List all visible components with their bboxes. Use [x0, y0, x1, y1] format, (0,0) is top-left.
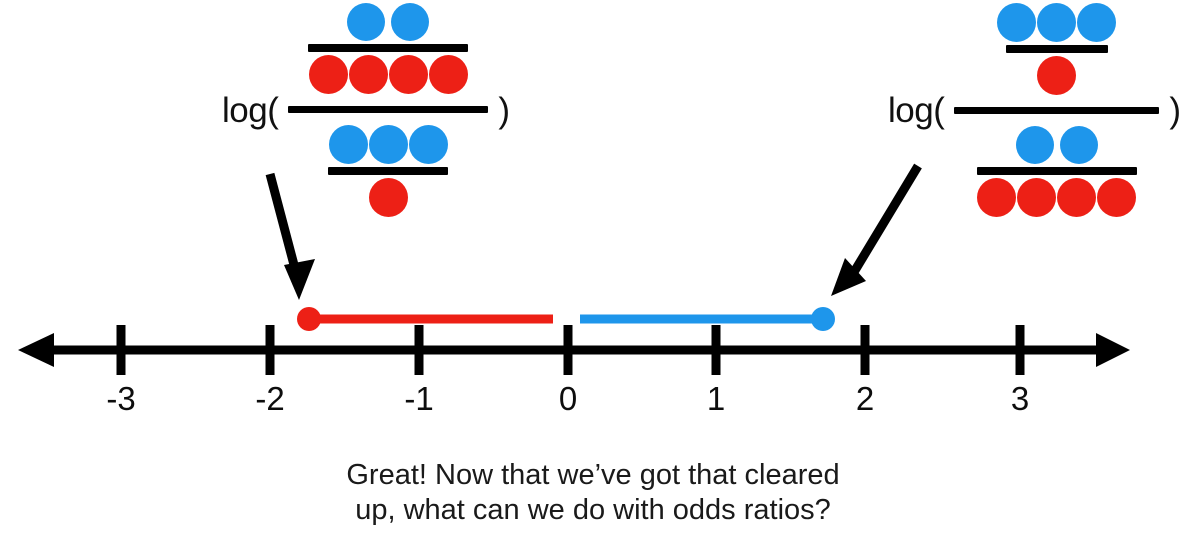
blue-dot	[368, 125, 408, 164]
blue-dot	[408, 125, 448, 164]
red-dot	[428, 55, 468, 94]
caption-line-2: up, what can we do with odds ratios?	[355, 494, 831, 526]
numerator-red-dot-row	[1037, 56, 1077, 95]
axis-left-arrowhead	[18, 333, 54, 367]
tick-label--2: -2	[255, 380, 285, 417]
numerator-red-dot-row	[308, 55, 468, 94]
blue-dot	[1037, 3, 1077, 42]
right-fraction-denominator-odds	[976, 126, 1137, 217]
numerator-blue-dot-row	[997, 3, 1117, 42]
right-main-fraction-bar	[954, 107, 1160, 114]
denominator-odds-bar	[976, 167, 1137, 175]
left-fraction-numerator-odds	[308, 3, 469, 94]
red-range-segment	[297, 307, 553, 331]
axis-line	[18, 333, 1130, 367]
denominator-blue-dot-row	[328, 125, 448, 164]
log-close-paren-label: )	[1169, 90, 1181, 130]
right-fraction	[954, 3, 1160, 217]
right-fraction-numerator-odds	[997, 3, 1117, 95]
numerator-odds-bar	[1005, 45, 1108, 53]
denominator-blue-dot-row	[998, 126, 1116, 164]
red-endpoint-dot	[297, 307, 321, 331]
blue-dot	[1077, 3, 1117, 42]
blue-dot	[997, 3, 1037, 42]
log-close-paren-label: )	[498, 90, 510, 130]
tick-label--3: -3	[106, 380, 136, 417]
tick-label--1: -1	[404, 380, 434, 417]
number-line-svg	[18, 307, 1130, 375]
red-dot	[368, 178, 408, 217]
caption-text: Great! Now that we’ve got that cleared u…	[0, 458, 1186, 528]
blue-endpoint-dot	[811, 307, 835, 331]
blue-dot	[1059, 126, 1098, 164]
left-fraction	[288, 3, 489, 217]
tick-label-3: 3	[1010, 380, 1030, 417]
right-log-odds-ratio-formula: log(	[888, 3, 1181, 217]
red-dot	[348, 55, 388, 94]
red-dot	[1017, 178, 1057, 217]
number-line: -3 -2 -1 0 1 2 3	[0, 255, 1186, 425]
left-fraction-denominator-odds	[328, 125, 449, 217]
blue-dot	[1015, 126, 1054, 164]
red-dot	[388, 55, 428, 94]
denominator-red-dot-row	[977, 178, 1137, 217]
blue-range-segment	[580, 307, 835, 331]
red-dot	[1097, 178, 1137, 217]
tick-label-0: 0	[558, 380, 578, 417]
left-main-fraction-bar	[288, 106, 489, 113]
denominator-red-dot-row	[368, 178, 408, 217]
blue-dot	[347, 3, 386, 41]
blue-dot	[328, 125, 368, 164]
caption-line-1: Great! Now that we’ve got that cleared	[346, 459, 840, 491]
denominator-odds-bar	[328, 167, 449, 175]
numerator-odds-bar	[308, 44, 469, 52]
red-dot	[308, 55, 348, 94]
blue-dot	[391, 3, 430, 41]
log-open-paren-label: log(	[888, 90, 945, 130]
tick-label-1: 1	[706, 380, 726, 417]
axis-ticks	[116, 325, 1025, 375]
log-open-paren-label: log(	[222, 90, 279, 130]
red-dot	[977, 178, 1017, 217]
numerator-blue-dot-row	[329, 3, 447, 41]
tick-label-2: 2	[855, 380, 875, 417]
axis-right-arrowhead	[1096, 333, 1130, 367]
red-dot	[1037, 56, 1077, 95]
left-log-odds-ratio-formula: log(	[222, 3, 510, 217]
red-dot	[1057, 178, 1097, 217]
